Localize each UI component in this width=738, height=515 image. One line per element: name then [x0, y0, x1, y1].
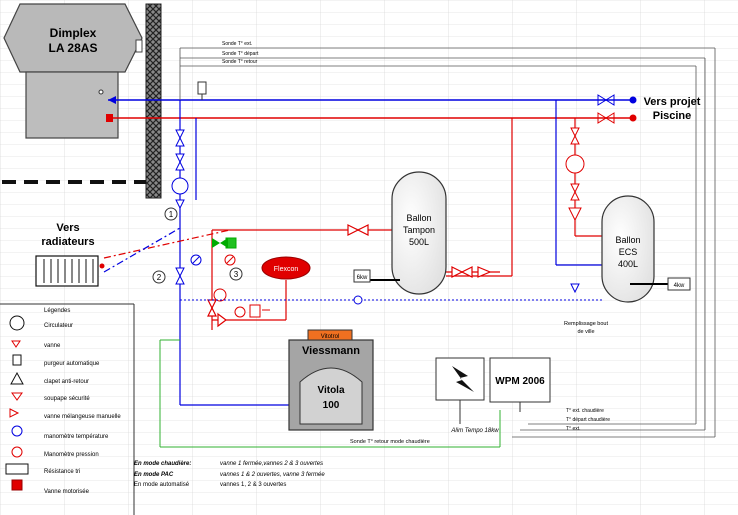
- legend-item: vanne: [44, 343, 61, 349]
- legend-item: clapet anti-retour: [44, 379, 89, 385]
- safety-valve-legend-icon: [11, 392, 23, 401]
- sensor-return-label: Sonde T° retour: [222, 59, 258, 65]
- check-valve-icon: [10, 371, 24, 385]
- expansion-vessel: Flexcon: [261, 256, 311, 280]
- legend-item: Manomètre pression: [44, 452, 99, 458]
- boiler-tag: Vitotrol: [321, 334, 340, 340]
- safety-valve-icon: [249, 304, 270, 318]
- boiler-model-line2: 100: [323, 400, 340, 411]
- power-supply-box: Alim Tempo 18kw: [435, 357, 499, 434]
- radiator-icon: [35, 255, 105, 287]
- svg-text:En mode automatisé: En mode automatisé: [134, 482, 190, 488]
- sensor-supply-label: Sonde T° départ: [222, 51, 259, 57]
- thermometer-icon: [190, 254, 236, 266]
- heat-pump-unit: Dimplex LA 28AS: [3, 3, 143, 139]
- legend-item: manomètre température: [44, 434, 109, 440]
- radiators-label-line2: radiateurs: [41, 236, 94, 248]
- auto-air-vent-icon: [197, 81, 207, 100]
- mixing-valve-icon: [9, 408, 20, 418]
- legend-box: Légendes Circulateur vanne purgeur autom…: [0, 303, 135, 515]
- heat-pump-brand: Dimplex: [50, 26, 97, 40]
- boiler-unit: Vitotrol Viessmann Vitola 100: [288, 329, 374, 431]
- blue-check-valve-icon: [175, 267, 185, 285]
- radiator-lines: [103, 227, 231, 273]
- valve-2-marker: 2: [152, 270, 166, 284]
- mode-notes: En mode chaudière: vanne 1 fermée,vannes…: [134, 461, 325, 488]
- dhw-return-valve-icon: [570, 283, 580, 294]
- valve-1-marker: 1: [164, 207, 178, 221]
- wpm-label-ext: T° ext.: [566, 426, 581, 432]
- svg-text:vannes 1, 2 & 3 ouvertes: vannes 1, 2 & 3 ouvertes: [220, 482, 286, 488]
- valve-icon: [11, 340, 21, 348]
- buffer-heater-label: 6kw: [357, 275, 368, 281]
- dhw-tank: Ballon ECS 400L 4kw: [601, 195, 691, 303]
- radiators-label-line1: Vers: [56, 222, 79, 234]
- legend-item: soupape sécurité: [44, 396, 90, 402]
- sensor-outdoor-label: Sonde T° ext.: [222, 41, 252, 47]
- wpm-controller: WPM 2006: [459, 357, 551, 424]
- svg-text:vanne 1 fermée,vannes 2 & 3 ou: vanne 1 fermée,vannes 2 & 3 ouvertes: [220, 461, 323, 467]
- dhw-fill-valve-icon: [353, 295, 363, 305]
- svg-text:1: 1: [169, 210, 174, 219]
- svg-text:3: 3: [234, 270, 239, 279]
- wall-hatch: [145, 3, 162, 199]
- buffer-tank: Ballon Tampon 500L 6kw: [353, 171, 447, 295]
- svg-text:En mode chaudière:: En mode chaudière:: [134, 461, 191, 467]
- boiler-return-sensor-wire: [159, 339, 501, 448]
- dhw-tank-line1: Ballon: [615, 235, 640, 245]
- boiler-model-line1: Vitola: [317, 385, 344, 396]
- sensor-wires: [179, 47, 716, 438]
- boiler-brand: Viessmann: [302, 345, 360, 357]
- circulator-icon: [9, 315, 25, 331]
- purge-icon: [12, 354, 22, 366]
- pressure-gauge-legend-icon: [11, 446, 23, 458]
- dhw-tank-line2: ECS: [619, 247, 638, 257]
- legend-item: vanne mélangeuse manuelle: [44, 414, 121, 420]
- legend-item: Résistance tri: [44, 469, 80, 475]
- boiler-return-sensor-label: Sonde T° retour mode chaudière: [350, 439, 430, 445]
- pool-label-line1: Vers projet: [644, 96, 701, 108]
- svg-text:vannes 1 & 2 ouvertes, vanne 3: vannes 1 & 2 ouvertes, vanne 3 fermée: [220, 472, 325, 478]
- heater-icon: [5, 463, 29, 475]
- dhw-heater-label: 4kw: [674, 283, 685, 289]
- buffer-tank-line3: 500L: [409, 237, 429, 247]
- svg-text:Flexcon: Flexcon: [274, 266, 299, 273]
- wpm-label-supply: T° départ chaudière: [566, 417, 610, 423]
- pool-label-line2: Piscine: [653, 110, 692, 122]
- dhw-note-line1: Remplissage bout: [564, 321, 608, 327]
- valve-3-marker: 3: [229, 267, 243, 281]
- legend-title: Légendes: [44, 308, 70, 314]
- svg-text:WPM 2006: WPM 2006: [495, 376, 545, 387]
- temperature-gauge-icon: [11, 425, 23, 437]
- motorized-valve-legend-icon: [11, 479, 23, 491]
- pressure-gauge-icon: [213, 288, 246, 318]
- motorized-valve-icon: [212, 237, 237, 249]
- primary-circulator-chain: [171, 129, 189, 210]
- legend-item: Circulateur: [44, 323, 73, 329]
- svg-text:En mode PAC: En mode PAC: [134, 472, 174, 478]
- wpm-label-outdoor: T° ext. chaudière: [566, 408, 604, 414]
- heat-pump-model: LA 28AS: [49, 41, 98, 55]
- legend-item: purgeur automatique: [44, 361, 100, 367]
- pump-supply-lines: [108, 94, 637, 406]
- legend-item: Vanne motorisée: [44, 489, 90, 495]
- dhw-pump-chain: [565, 127, 585, 222]
- buffer-tank-line1: Ballon: [406, 213, 431, 223]
- dhw-note-line2: de ville: [577, 329, 594, 335]
- buffer-tank-line2: Tampon: [403, 225, 435, 235]
- dhw-tank-line3: 400L: [618, 259, 638, 269]
- svg-text:Alim Tempo 18kw: Alim Tempo 18kw: [450, 428, 499, 434]
- svg-text:2: 2: [157, 273, 162, 282]
